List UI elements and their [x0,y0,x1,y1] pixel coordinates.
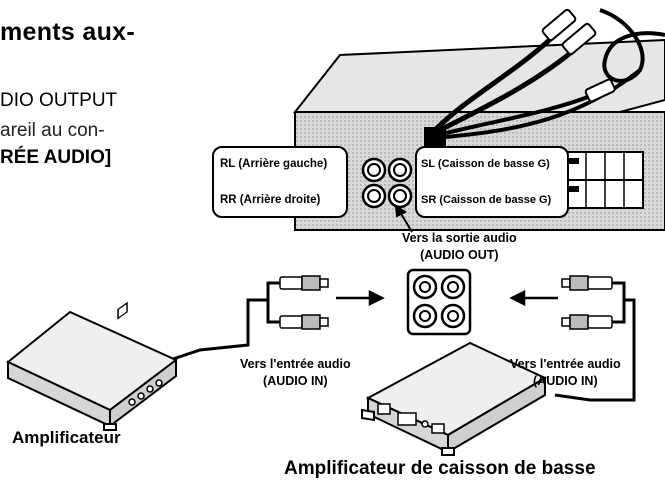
audio-out-line-2: (AUDIO OUT) [420,248,499,262]
amplifier-caption: Amplificateur [12,428,121,447]
amp-right-input-annotation: Vers l'entrée audio (AUDIO IN) [510,356,621,390]
amp-left-input-annotation: Vers l'entrée audio (AUDIO IN) [240,356,351,390]
receiver-cables [433,8,665,139]
amp-left-input-line-2: (AUDIO IN) [263,374,328,388]
sl-label: SL (Caisson de basse G) [421,158,550,170]
cable-entry-block [424,127,446,147]
sr-label: SR (Caisson de basse G) [421,194,552,206]
vent-grille [566,151,644,209]
section-title: ments aux- [0,18,135,46]
left-rca-cable [169,281,280,362]
audio-out-line-1: Vers la sortie audio [402,231,517,245]
right-connect-arrow [509,289,558,307]
rr-label: RR (Arrière droite) [220,194,321,206]
audio-out-pointer [394,203,413,233]
instruction-line-1: DIO OUTPUT [0,90,118,111]
instruction-line-3: RÉE AUDIO] [0,147,112,168]
receiver-jacks [361,157,413,209]
amplifier-left [6,301,178,431]
rear-label-box [212,146,348,218]
audio-out-panel [406,268,472,336]
amplifier-right [361,341,548,456]
amp-right-input-line-2: (AUDIO IN) [533,374,598,388]
subwoofer-label-box [415,146,569,218]
receiver-rca-plugs [541,8,616,103]
amp-left-input-line-1: Vers l'entrée audio [240,357,351,371]
left-connect-arrow [336,289,385,307]
amp-right-input-line-1: Vers l'entrée audio [510,357,621,371]
right-rca-plugs [561,275,613,330]
instruction-line-2: areil au con- [0,120,105,141]
right-rca-cable [554,281,636,402]
audio-out-annotation: Vers la sortie audio (AUDIO OUT) [402,230,517,264]
subwoofer-amplifier-caption: Amplificateur de caisson de basse [284,458,596,479]
left-rca-plugs [279,275,329,330]
rl-label: RL (Arrière gauche) [220,158,328,170]
